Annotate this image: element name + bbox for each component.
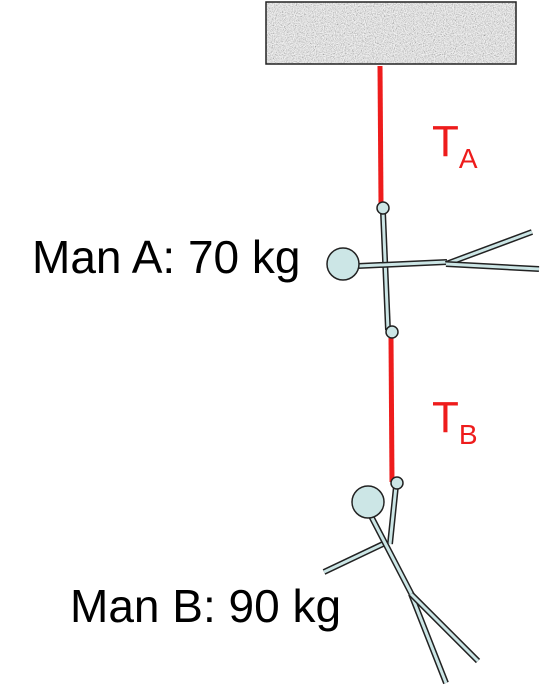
man-b-hand xyxy=(390,476,404,490)
man-b-figure xyxy=(322,476,481,685)
tension-b-symbol: T xyxy=(432,393,459,442)
man-a-figure xyxy=(326,201,540,339)
man-a-lower-hand xyxy=(385,325,399,339)
tension-a-label: TA xyxy=(432,117,478,173)
ceiling-block xyxy=(265,1,517,65)
man-b-label: Man B: 90 kg xyxy=(70,580,342,632)
tension-b-subscript: B xyxy=(458,419,478,450)
tension-a-subscript: A xyxy=(458,143,478,174)
man-a-label: Man A: 70 kg xyxy=(32,231,301,283)
man-a-upper-hand xyxy=(376,201,390,215)
man-b-head xyxy=(351,485,385,519)
rope-b xyxy=(388,337,395,483)
tension-a-symbol: T xyxy=(432,117,459,166)
man-a-head xyxy=(326,247,360,281)
rope-a xyxy=(377,65,384,204)
tension-b-label: TB xyxy=(432,393,478,449)
